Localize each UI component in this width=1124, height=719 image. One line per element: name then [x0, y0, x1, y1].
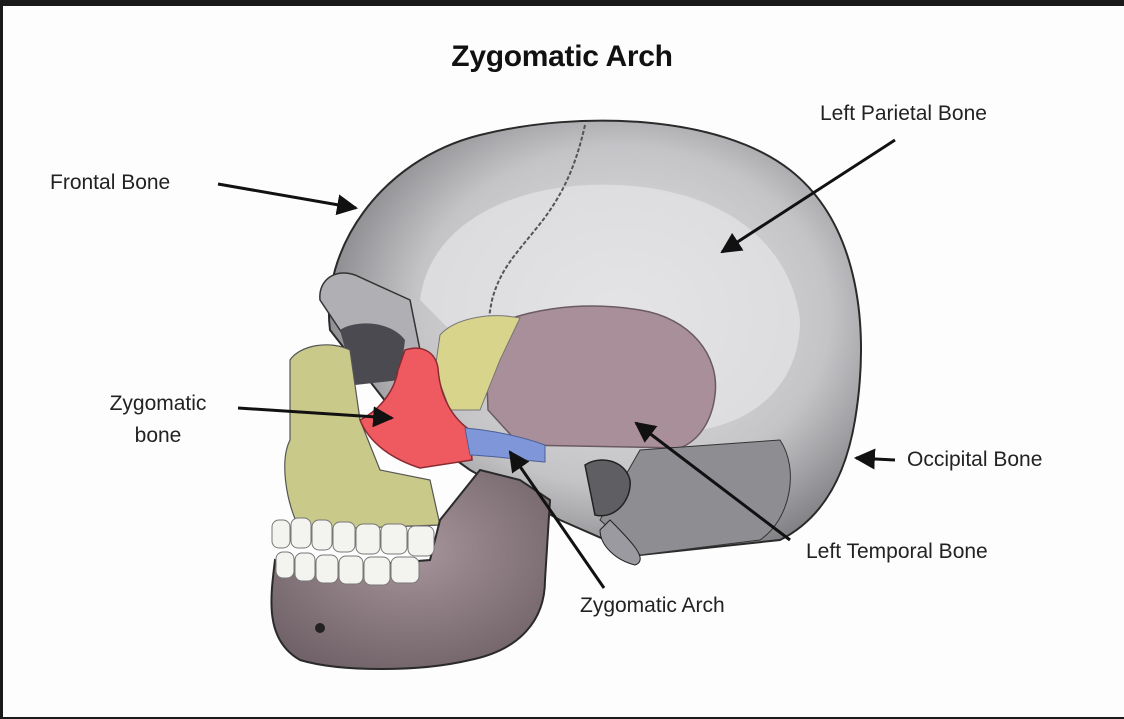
- zygomatic-arch-arrow: [508, 450, 606, 589]
- occipital-region: [599, 439, 791, 556]
- sphenoid-region: [434, 315, 521, 411]
- temporal-bone-region: [484, 305, 717, 449]
- orbit: [340, 323, 405, 385]
- temporal-arrow: [634, 421, 791, 542]
- diagram-title: Zygomatic Arch: [451, 40, 673, 73]
- teeth: [271, 517, 435, 586]
- parietal-arrow: [720, 138, 896, 254]
- mastoid: [599, 519, 641, 566]
- pointer-arrows: [217, 138, 896, 589]
- occipital-arrow: [853, 448, 896, 470]
- zygomatic-bone-region: [359, 347, 473, 469]
- label-left-parietal-bone: Left Parietal Bone: [820, 102, 987, 125]
- label-zygomatic-arch: Zygomatic Arch: [580, 594, 725, 617]
- mental-foramen: [315, 623, 325, 633]
- frontal-arrow: [217, 182, 359, 216]
- label-left-temporal-bone: Left Temporal Bone: [806, 540, 988, 563]
- maxilla-region: [284, 344, 441, 531]
- label-zygomatic-bone-line2: bone: [134, 424, 182, 447]
- ear-canal: [584, 459, 631, 517]
- label-occipital-bone: Occipital Bone: [907, 448, 1043, 471]
- label-frontal-bone: Frontal Bone: [50, 171, 171, 194]
- label-zygomatic-bone-line1: Zygomatic: [109, 392, 207, 415]
- zygomatic-bone-arrow: [237, 406, 395, 428]
